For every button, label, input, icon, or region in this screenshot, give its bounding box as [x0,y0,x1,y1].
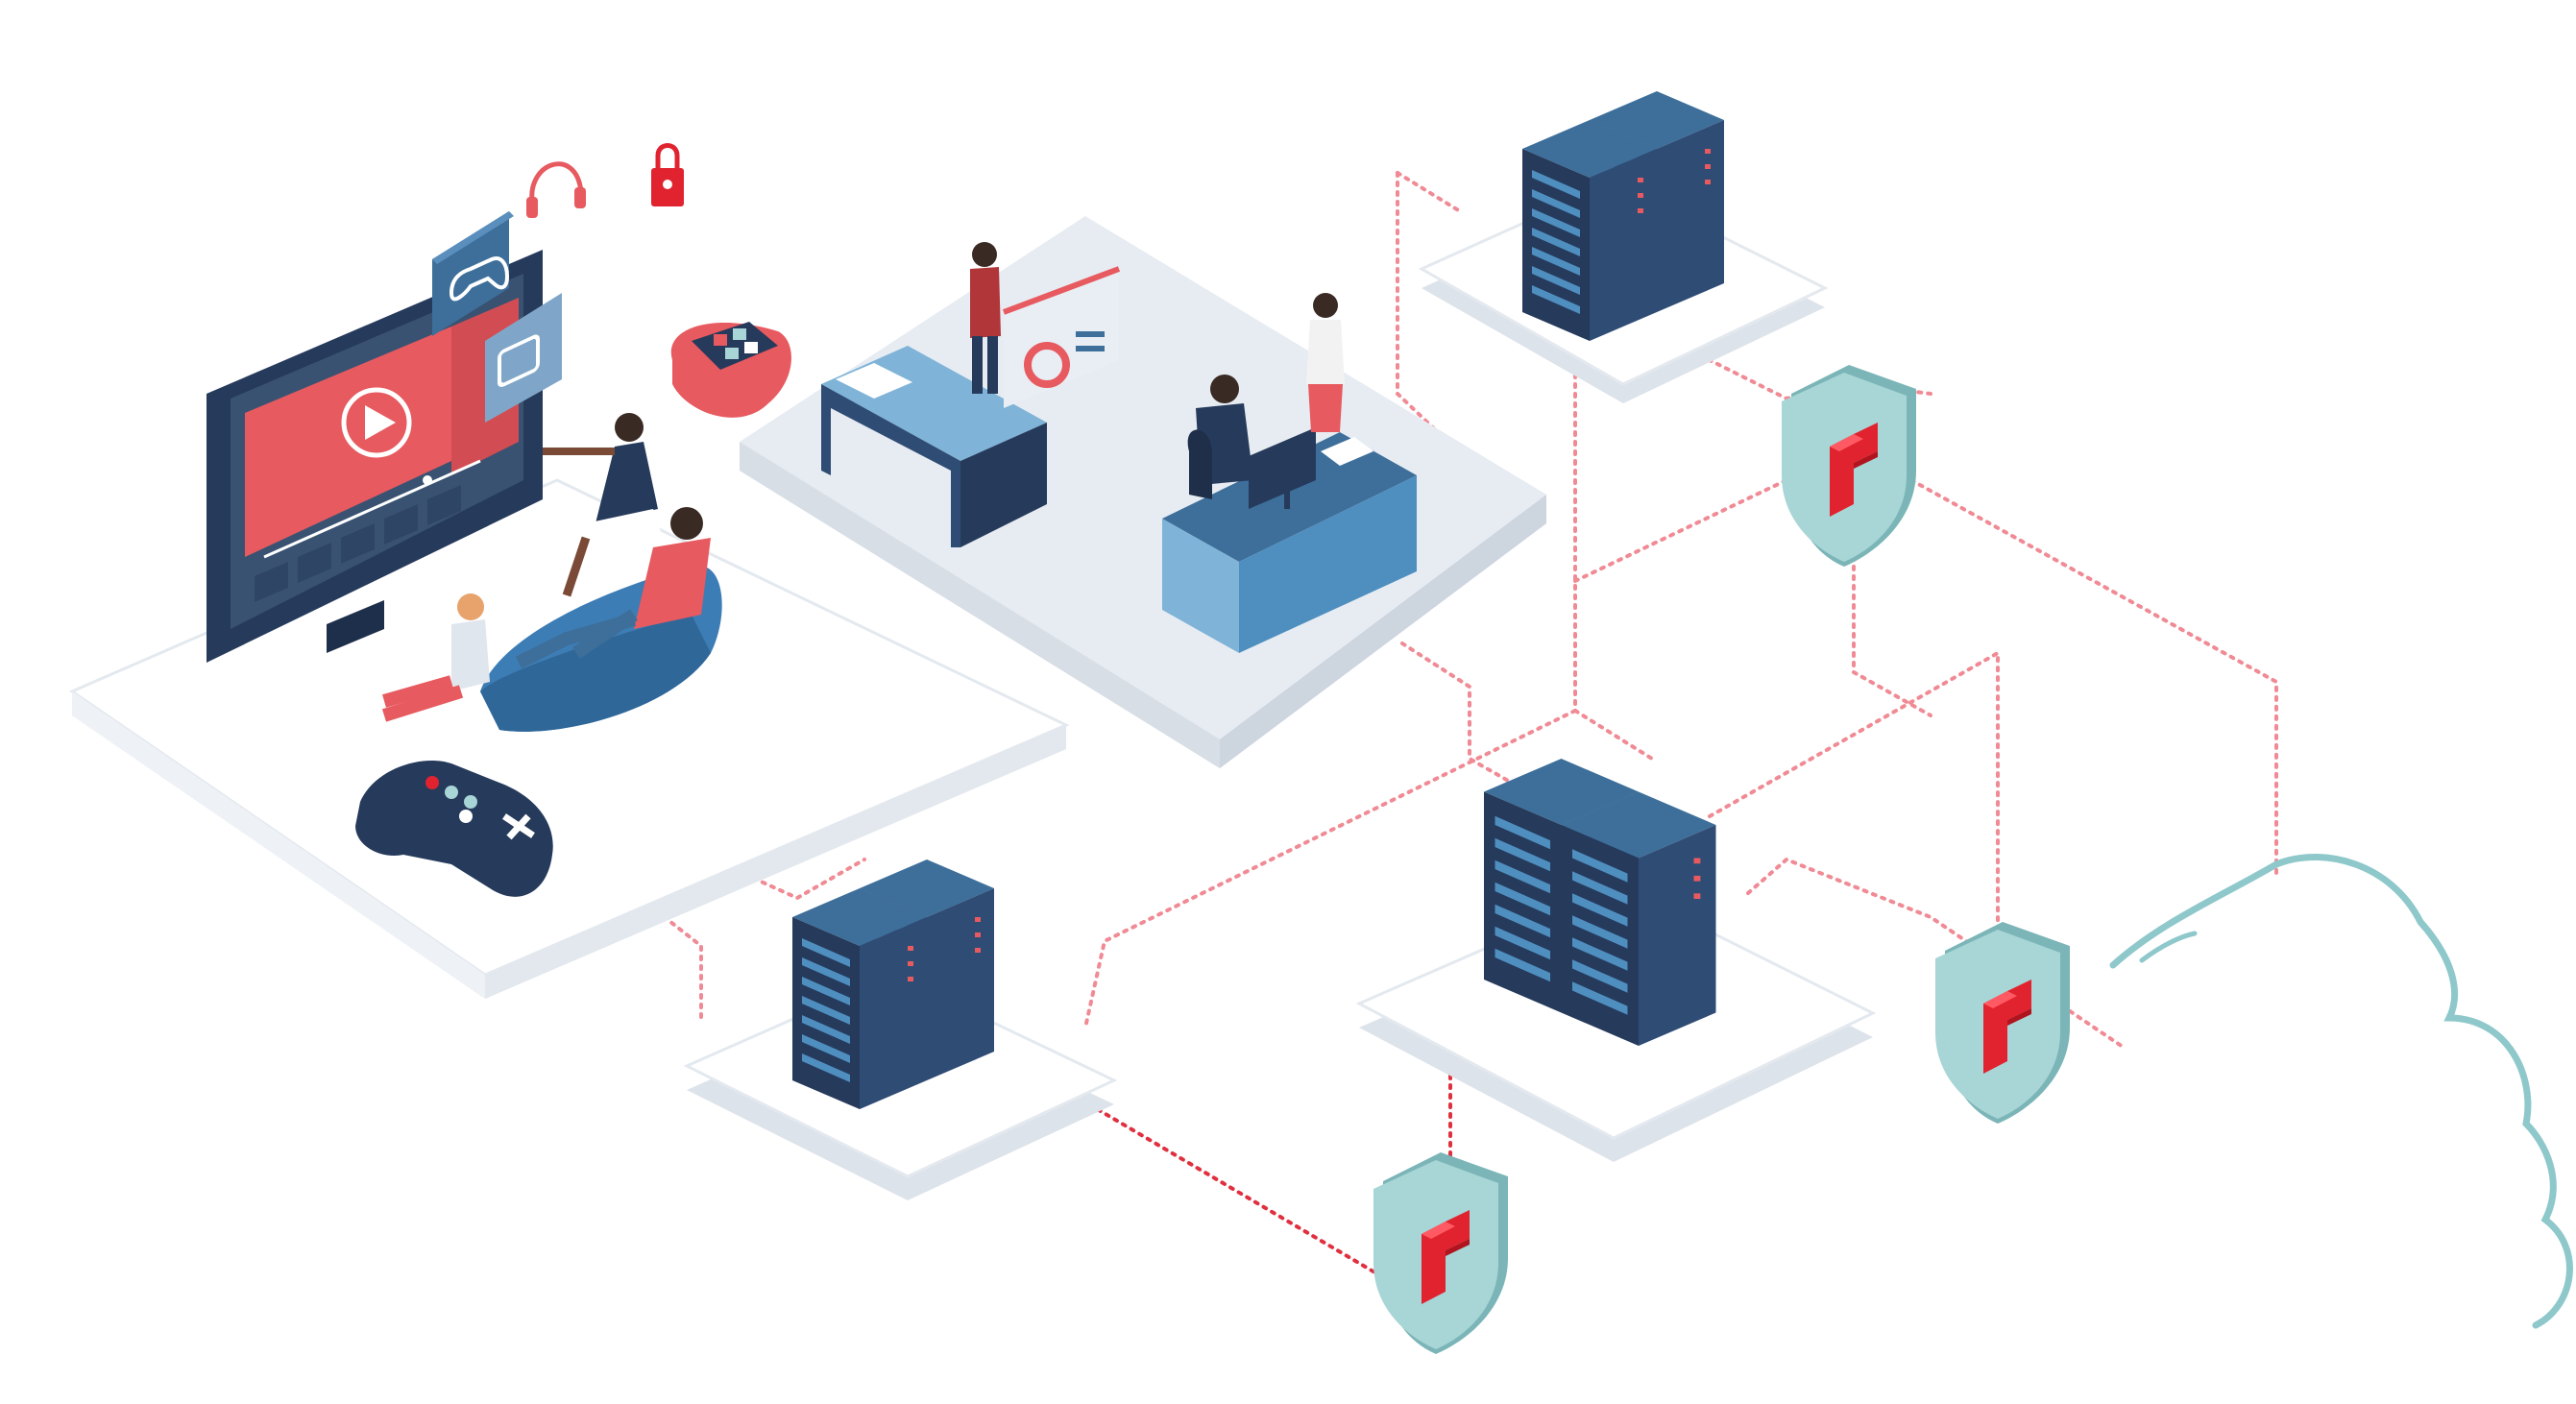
gamepad-card [432,211,514,336]
office-desk-left [821,346,1047,547]
office-people [970,242,1345,499]
headphones-icon [526,161,586,218]
link-mid-server-shield2 [1708,649,2000,924]
gamepad-icon [449,256,510,302]
office-desk-right [1162,427,1417,653]
link-shield1-down [1852,421,1932,717]
link-mid-server-cloud [1746,857,2125,1049]
server-middle [1355,759,1877,1162]
server-top [1418,91,1829,403]
link-office-left-server [1083,709,1577,1029]
shield-mid-right [1935,922,2070,1124]
smartwatch-icon [670,322,791,418]
tv-icon [498,334,540,387]
tv-card [485,293,562,423]
link-office-mid-server [1400,641,1539,799]
office-board [1002,266,1121,408]
link-living-left-server-2 [699,853,866,901]
security-shield-icon [1782,365,1916,567]
security-shield-icon [1935,922,2070,1124]
network-links [632,171,2278,1279]
game-controller-icon [355,760,553,897]
padlock-icon [651,143,684,206]
link-top-server-left [1396,171,1462,213]
link-left-server-shield3 [1055,1083,1385,1279]
living-room-people [381,413,722,732]
shield-bottom [1373,1152,1508,1354]
link-shield1-cloud [1909,478,2278,876]
play-icon [341,387,412,458]
link-office-shield1 [1573,478,1788,583]
server-left [683,859,1118,1200]
link-top-server-down [1396,171,1510,501]
cloud [2109,854,2573,1329]
cloud-icon [2109,854,2573,1329]
security-shield-icon [1373,1152,1508,1354]
shield-top-right [1782,365,1916,567]
